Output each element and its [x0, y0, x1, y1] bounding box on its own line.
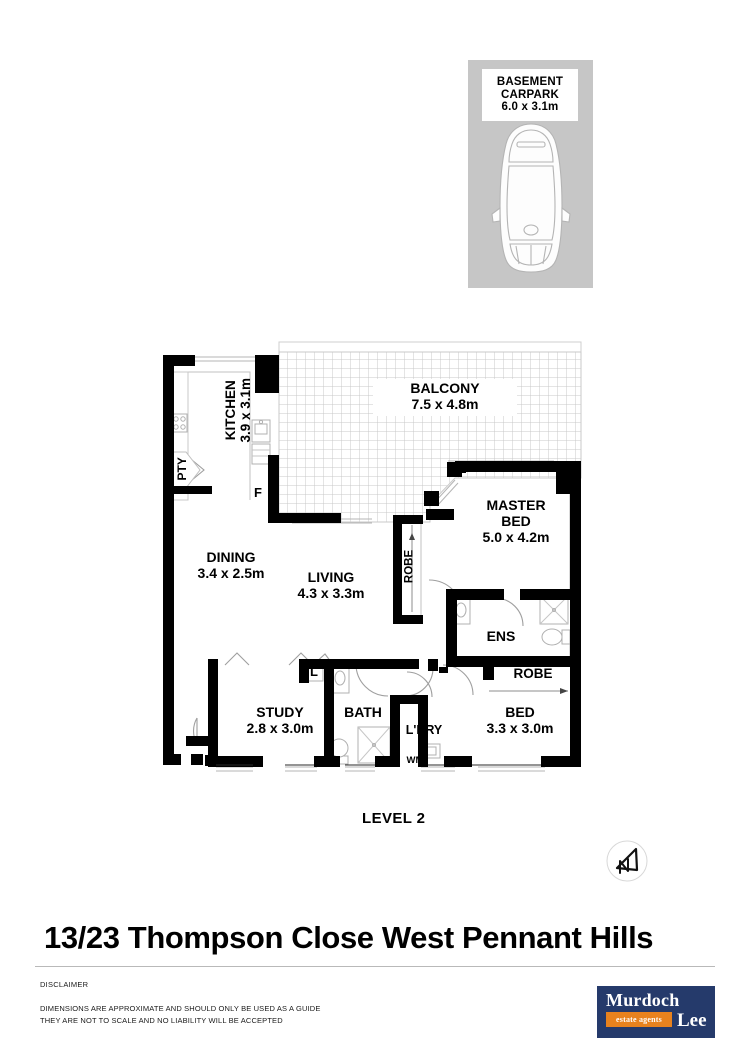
washing-machine-label: WM [406, 755, 424, 766]
logo-brand: Murdoch [606, 990, 680, 1010]
room-label-kitchen: KITCHEN 3.9 x 3.1m [223, 355, 254, 465]
agency-logo[interactable]: Murdoch estate agents Lee [597, 986, 715, 1038]
level-label: LEVEL 2 [362, 810, 426, 827]
room-label-bed2: BED 3.3 x 3.0m [470, 704, 570, 737]
room-label-pantry: PTY [175, 443, 190, 495]
bed2-dims: 3.3 x 3.0m [486, 719, 554, 736]
room-label-living: LIVING 4.3 x 3.3m [283, 569, 379, 602]
kitchen-name: KITCHEN [222, 380, 238, 441]
room-label-bath: BATH [344, 704, 382, 720]
logo-tagline: estate agents [616, 1015, 662, 1024]
disclaimer-line-1: DIMENSIONS ARE APPROXIMATE AND SHOULD ON… [40, 1004, 321, 1013]
dining-name: DINING [206, 549, 256, 565]
page-title: 13/23 Thompson Close West Pennant Hills [44, 920, 654, 955]
room-label-balcony: BALCONY 7.5 x 4.8m [373, 379, 517, 416]
fridge-label: F [254, 485, 262, 500]
study-name: STUDY [256, 704, 304, 720]
room-label-master-bed: MASTER BED 5.0 x 4.2m [452, 497, 580, 545]
disclaimer-title: DISCLAIMER [40, 980, 89, 989]
basement-carpark-panel: BASEMENT CARPARK 6.0 x 3.1m [468, 60, 593, 288]
master-dims: 5.0 x 4.2m [482, 528, 550, 545]
master-name-line2: BED [501, 512, 531, 529]
carpark-label: BASEMENT CARPARK 6.0 x 3.1m [482, 69, 578, 121]
balcony-name: BALCONY [410, 380, 480, 396]
room-label-robe-bed2: ROBE [513, 666, 553, 681]
dining-dims: 3.4 x 2.5m [197, 564, 265, 581]
room-label-dining: DINING 3.4 x 2.5m [182, 549, 280, 582]
logo-tagline-box: estate agents [606, 1012, 672, 1027]
walls [163, 355, 581, 767]
disclaimer-body: DIMENSIONS ARE APPROXIMATE AND SHOULD ON… [40, 1003, 320, 1026]
carpark-line-2: CARPARK [500, 88, 560, 101]
room-label-robe-master: ROBE [403, 549, 416, 584]
logo-surname: Lee [677, 1010, 707, 1031]
living-dims: 4.3 x 3.3m [297, 584, 365, 601]
north-arrow-icon [606, 840, 648, 882]
bed2-name: BED [505, 704, 535, 720]
carpark-line-1: BASEMENT [496, 75, 564, 88]
balcony-dims: 7.5 x 4.8m [411, 395, 479, 412]
pantry-name: PTY [175, 457, 190, 481]
room-label-study: STUDY 2.8 x 3.0m [231, 704, 329, 737]
living-name: LIVING [307, 569, 355, 585]
linen-label: L [310, 664, 318, 679]
disclaimer-line-2: THEY ARE NOT TO SCALE AND NO LIABILITY W… [40, 1015, 283, 1025]
kitchen-dims: 3.9 x 3.1m [238, 377, 253, 443]
divider [35, 966, 715, 967]
carpark-line-3: 6.0 x 3.1m [501, 101, 559, 114]
master-name-line1: MASTER [486, 497, 546, 513]
study-dims: 2.8 x 3.0m [246, 719, 314, 736]
room-label-ens: ENS [486, 628, 516, 644]
room-label-laundry: L'DRY [405, 723, 443, 737]
car-icon [491, 123, 571, 273]
